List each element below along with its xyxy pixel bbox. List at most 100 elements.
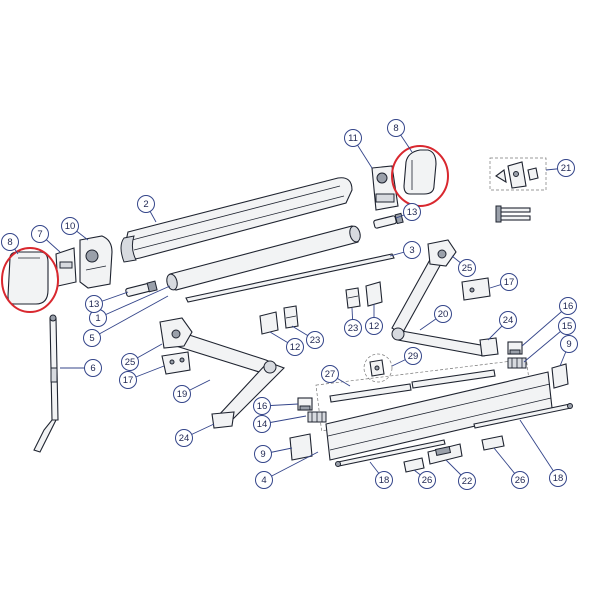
callout-bubble-13 (403, 203, 421, 221)
callout-bubble-14 (253, 415, 271, 433)
callout-label-4: 4 (261, 475, 266, 486)
part-8-left-end-cap (7, 251, 49, 305)
callout-bubble-22 (458, 472, 476, 490)
callout-bubble-19 (173, 385, 191, 403)
callout-bubble-16 (253, 397, 271, 415)
callout-label-10: 10 (65, 221, 76, 232)
part-pins (495, 205, 531, 223)
callout-label-9: 9 (566, 339, 571, 350)
callout-bubble-17 (119, 371, 137, 389)
callout-leader-18 (519, 419, 559, 479)
callout-label-6: 6 (90, 363, 95, 374)
callout-label-21: 21 (561, 163, 572, 174)
callout-label-24: 24 (179, 433, 190, 444)
callout-bubble-27 (321, 365, 339, 383)
callout-leader-1 (97, 285, 171, 319)
callout-bubble-12 (286, 338, 304, 356)
callout-label-20: 20 (438, 309, 449, 320)
callout-bubble-26 (418, 471, 436, 489)
part-12-clip-left (259, 311, 279, 335)
callout-bubble-18 (549, 469, 567, 487)
part-3-fabric-strip (185, 253, 395, 303)
part-14-left-slider (307, 411, 327, 423)
callout-label-22: 22 (462, 476, 473, 487)
callout-label-5: 5 (89, 333, 94, 344)
part-26-slider-left (403, 457, 425, 473)
part-22-slider (427, 443, 463, 465)
callout-bubble-21 (557, 159, 575, 177)
callout-bubble-9 (254, 445, 272, 463)
part-10-left-holder (79, 235, 113, 289)
callout-bubble-5 (83, 329, 101, 347)
callout-leader-16 (521, 305, 569, 347)
part-9-right-end-cap (551, 363, 569, 389)
callout-label-27: 27 (325, 369, 336, 380)
callout-label-7: 7 (37, 229, 42, 240)
callout-leader-4 (263, 451, 319, 481)
part-25-left-shoulder (159, 317, 193, 349)
callout-bubble-26 (511, 471, 529, 489)
callout-label-9: 9 (260, 449, 265, 460)
callout-bubble-3 (403, 241, 421, 259)
callout-bubble-15 (558, 317, 576, 335)
part-9-left-end-cap (289, 433, 313, 461)
callout-label-24: 24 (503, 315, 514, 326)
callout-label-18: 18 (553, 473, 564, 484)
callout-label-14: 14 (257, 419, 268, 430)
callout-bubble-8 (1, 233, 19, 251)
part-7-bracket (55, 247, 77, 287)
callout-bubble-12 (365, 317, 383, 335)
callout-label-12: 12 (290, 342, 301, 353)
callout-label-13: 13 (89, 299, 100, 310)
part-25-right-shoulder (427, 239, 457, 267)
callout-label-17: 17 (504, 277, 515, 288)
callout-leader-15 (523, 325, 568, 363)
callout-bubble-4 (255, 471, 273, 489)
callout-bubble-8 (387, 119, 405, 137)
part-16-left-clip (297, 397, 313, 411)
callout-label-25: 25 (125, 357, 136, 368)
callout-label-26: 26 (515, 475, 526, 486)
callout-bubble-24 (499, 311, 517, 329)
callout-bubble-2 (137, 195, 155, 213)
callout-label-3: 3 (409, 245, 414, 256)
callout-bubble-29 (404, 347, 422, 365)
callout-label-29: 29 (408, 351, 419, 362)
callout-leader-5 (91, 295, 169, 339)
callout-label-1: 1 (95, 313, 100, 324)
part-19-left-arm (175, 331, 285, 421)
callout-label-18: 18 (379, 475, 390, 486)
callout-label-15: 15 (562, 321, 573, 332)
part-23-clip-left (283, 305, 299, 329)
callout-label-23: 23 (310, 335, 321, 346)
part-23-clip-mid (345, 287, 361, 309)
callout-label-8: 8 (7, 237, 12, 248)
callout-bubble-23 (306, 331, 324, 349)
callout-label-11: 11 (348, 133, 358, 144)
callout-label-2: 2 (143, 199, 148, 210)
callout-label-23: 23 (348, 323, 359, 334)
part-17-right-bracket (461, 277, 491, 301)
part-2-top-profile (120, 177, 353, 263)
callout-label-12: 12 (369, 321, 380, 332)
part-27-rail (315, 358, 533, 432)
callout-bubble-13 (85, 295, 103, 313)
part-13-left-plug (125, 280, 158, 297)
callout-label-25: 25 (462, 263, 473, 274)
callout-bubble-25 (121, 353, 139, 371)
callout-bubble-24 (175, 429, 193, 447)
part-20-right-arm (391, 255, 487, 357)
callout-bubble-11 (344, 129, 362, 147)
callout-bubble-10 (61, 217, 79, 235)
part-15-right-slider (507, 357, 527, 369)
part-12-clip-mid (365, 281, 383, 307)
part-26-slider-right (481, 435, 505, 451)
highlight-right-end-cap (391, 145, 449, 207)
callout-bubble-25 (458, 259, 476, 277)
callout-label-16: 16 (257, 401, 268, 412)
callout-label-16: 16 (563, 301, 574, 312)
part-18-rod-lower (335, 439, 446, 467)
